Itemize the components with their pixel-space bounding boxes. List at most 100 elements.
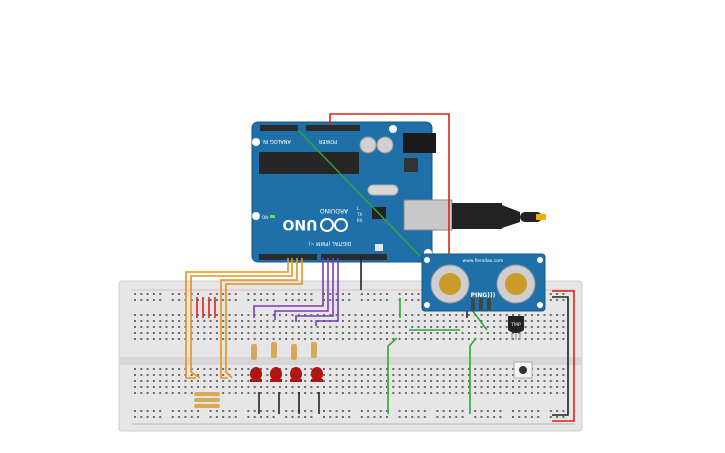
breadboard-hole[interactable] xyxy=(329,293,332,295)
breadboard-hole[interactable] xyxy=(341,338,344,340)
breadboard-hole[interactable] xyxy=(140,320,143,322)
breadboard-hole[interactable] xyxy=(530,338,533,340)
breadboard-hole[interactable] xyxy=(272,293,275,295)
breadboard-hole[interactable] xyxy=(404,314,407,316)
breadboard-hole[interactable] xyxy=(152,320,155,322)
breadboard-hole[interactable] xyxy=(278,392,281,394)
breadboard-hole[interactable] xyxy=(297,416,300,418)
breadboard-hole[interactable] xyxy=(518,410,521,412)
breadboard-hole[interactable] xyxy=(215,416,218,418)
breadboard-hole[interactable] xyxy=(398,374,401,376)
resistor[interactable] xyxy=(291,344,297,360)
breadboard-hole[interactable] xyxy=(291,299,294,301)
breadboard-hole[interactable] xyxy=(146,410,149,412)
breadboard-hole[interactable] xyxy=(360,416,363,418)
breadboard-hole[interactable] xyxy=(152,368,155,370)
breadboard-hole[interactable] xyxy=(537,374,540,376)
breadboard-hole[interactable] xyxy=(323,386,325,388)
breadboard-hole[interactable] xyxy=(197,380,199,382)
breadboard-hole[interactable] xyxy=(304,416,307,418)
breadboard-hole[interactable] xyxy=(493,416,496,418)
breadboard-hole[interactable] xyxy=(474,386,477,388)
breadboard-hole[interactable] xyxy=(266,410,269,412)
breadboard-hole[interactable] xyxy=(354,386,357,388)
breadboard-hole[interactable] xyxy=(417,410,420,412)
breadboard-hole[interactable] xyxy=(329,410,332,412)
breadboard-hole[interactable] xyxy=(178,332,181,334)
breadboard-hole[interactable] xyxy=(455,386,458,388)
breadboard-hole[interactable] xyxy=(215,368,218,370)
breadboard-hole[interactable] xyxy=(134,410,136,412)
breadboard-hole[interactable] xyxy=(178,299,181,301)
breadboard-hole[interactable] xyxy=(486,410,489,412)
breadboard-hole[interactable] xyxy=(417,314,420,316)
breadboard-hole[interactable] xyxy=(512,392,514,394)
breadboard-hole[interactable] xyxy=(348,380,351,382)
breadboard-hole[interactable] xyxy=(178,293,181,295)
breadboard-hole[interactable] xyxy=(556,386,559,388)
breadboard-hole[interactable] xyxy=(285,293,288,295)
breadboard-hole[interactable] xyxy=(549,368,552,370)
breadboard-hole[interactable] xyxy=(316,386,319,388)
breadboard-hole[interactable] xyxy=(178,416,181,418)
breadboard-hole[interactable] xyxy=(348,332,351,334)
breadboard-hole[interactable] xyxy=(165,386,168,388)
breadboard-hole[interactable] xyxy=(335,380,338,382)
breadboard-hole[interactable] xyxy=(165,368,168,370)
breadboard-hole[interactable] xyxy=(430,374,433,376)
breadboard-hole[interactable] xyxy=(304,293,307,295)
breadboard-hole[interactable] xyxy=(222,326,225,328)
breadboard-hole[interactable] xyxy=(543,386,546,388)
breadboard-hole[interactable] xyxy=(480,314,483,316)
breadboard-hole[interactable] xyxy=(134,326,136,328)
breadboard-hole[interactable] xyxy=(159,368,162,370)
breadboard-hole[interactable] xyxy=(171,416,174,418)
breadboard-hole[interactable] xyxy=(360,293,363,295)
breadboard-hole[interactable] xyxy=(411,374,414,376)
breadboard-hole[interactable] xyxy=(499,380,502,382)
breadboard-hole[interactable] xyxy=(430,338,433,340)
breadboard-hole[interactable] xyxy=(449,374,451,376)
breadboard-hole[interactable] xyxy=(209,380,212,382)
breadboard-hole[interactable] xyxy=(228,386,231,388)
breadboard-hole[interactable] xyxy=(480,326,483,328)
breadboard-hole[interactable] xyxy=(360,386,363,388)
breadboard-hole[interactable] xyxy=(423,374,426,376)
breadboard-hole[interactable] xyxy=(512,332,514,334)
breadboard-hole[interactable] xyxy=(222,299,225,301)
breadboard-hole[interactable] xyxy=(467,326,470,328)
breadboard-hole[interactable] xyxy=(278,332,281,334)
breadboard-hole[interactable] xyxy=(304,314,307,316)
breadboard-hole[interactable] xyxy=(171,314,174,316)
breadboard-hole[interactable] xyxy=(247,386,250,388)
breadboard-hole[interactable] xyxy=(499,386,502,388)
breadboard-hole[interactable] xyxy=(197,326,199,328)
breadboard-hole[interactable] xyxy=(247,392,250,394)
breadboard-hole[interactable] xyxy=(461,326,464,328)
breadboard-hole[interactable] xyxy=(266,392,269,394)
breadboard-hole[interactable] xyxy=(253,332,256,334)
breadboard-hole[interactable] xyxy=(152,410,155,412)
breadboard-hole[interactable] xyxy=(178,320,181,322)
led[interactable] xyxy=(290,367,302,382)
breadboard-hole[interactable] xyxy=(335,368,338,370)
breadboard-hole[interactable] xyxy=(467,332,470,334)
breadboard-hole[interactable] xyxy=(373,338,376,340)
breadboard-hole[interactable] xyxy=(234,299,237,301)
breadboard-hole[interactable] xyxy=(285,299,288,301)
breadboard-hole[interactable] xyxy=(404,380,407,382)
breadboard-hole[interactable] xyxy=(493,332,496,334)
breadboard-hole[interactable] xyxy=(417,392,420,394)
breadboard-hole[interactable] xyxy=(461,386,464,388)
breadboard-hole[interactable] xyxy=(341,320,344,322)
breadboard-hole[interactable] xyxy=(291,320,294,322)
breadboard-hole[interactable] xyxy=(354,332,357,334)
breadboard-hole[interactable] xyxy=(171,380,174,382)
breadboard-hole[interactable] xyxy=(373,386,376,388)
breadboard-hole[interactable] xyxy=(398,386,401,388)
breadboard-hole[interactable] xyxy=(278,326,281,328)
breadboard-hole[interactable] xyxy=(152,416,155,418)
breadboard-hole[interactable] xyxy=(379,326,382,328)
breadboard-hole[interactable] xyxy=(247,374,250,376)
breadboard-hole[interactable] xyxy=(228,332,231,334)
